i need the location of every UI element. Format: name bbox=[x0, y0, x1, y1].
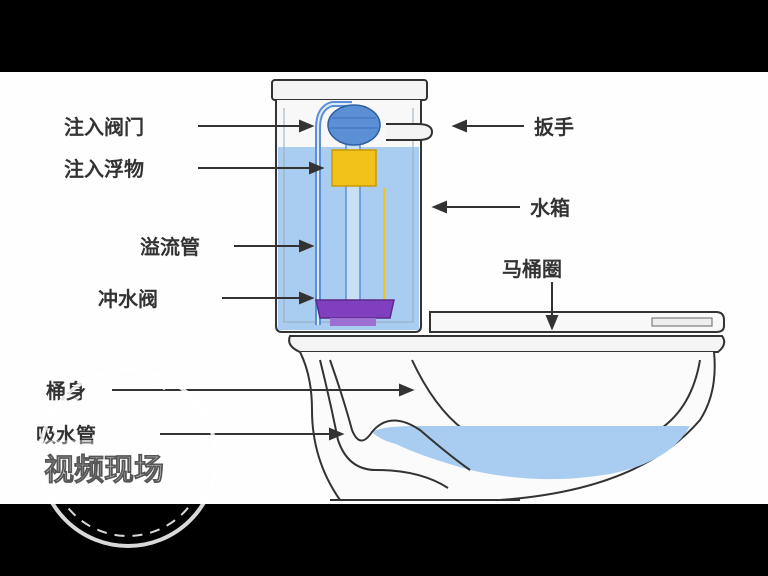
flush-valve bbox=[315, 299, 395, 326]
watermark: 视频现场 bbox=[36, 368, 220, 548]
label-inlet-float: 注入浮物 bbox=[64, 157, 144, 181]
toilet-seat bbox=[429, 311, 725, 333]
bowl-water bbox=[372, 426, 690, 480]
bowl bbox=[288, 335, 726, 501]
label-inlet-valve: 注入阀门 bbox=[64, 115, 144, 139]
float bbox=[331, 149, 377, 187]
watermark-text: 视频现场 bbox=[44, 453, 164, 488]
label-flush-valve: 冲水阀 bbox=[98, 287, 158, 311]
overflow-pipe bbox=[315, 101, 352, 325]
arrows bbox=[112, 119, 559, 441]
label-handle: 扳手 bbox=[534, 115, 574, 139]
label-overflow-pipe: 溢流管 bbox=[140, 235, 200, 259]
handle bbox=[386, 123, 434, 141]
trapway bbox=[329, 359, 471, 471]
label-toilet-seat: 马桶圈 bbox=[502, 257, 562, 281]
tank-lid bbox=[271, 79, 428, 101]
label-tank: 水箱 bbox=[530, 196, 570, 220]
inlet-valve-cap bbox=[327, 104, 381, 146]
